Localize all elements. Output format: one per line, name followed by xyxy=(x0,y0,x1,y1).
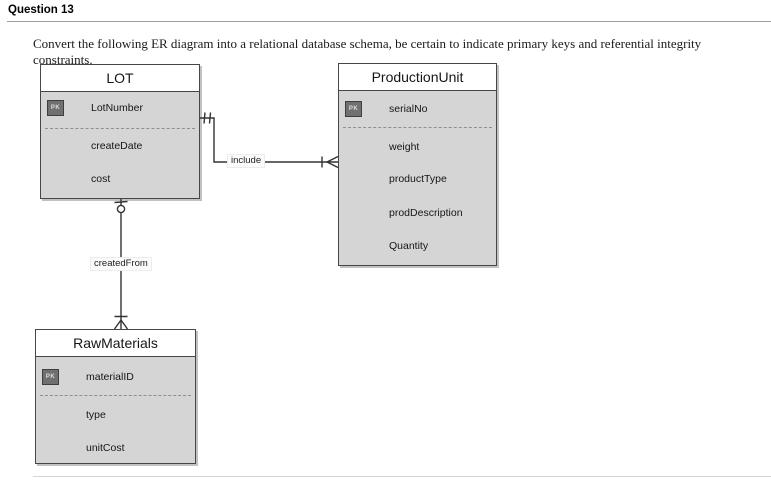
cardinality-one-or-many xyxy=(321,155,339,169)
attribute-row: Quantity xyxy=(339,238,496,254)
attribute-unitcost: unitCost xyxy=(86,442,125,454)
entity-lot-title: LOT xyxy=(41,65,199,92)
entity-lot: LOT PK LotNumber createDate cost xyxy=(40,64,200,199)
attribute-row: PK serialNo xyxy=(339,101,496,117)
question-instruction-text: Convert the following ER diagram into a … xyxy=(33,36,702,67)
primary-key-badge: PK xyxy=(42,369,59,385)
attribute-row: PK materialID xyxy=(36,369,195,385)
question-title: Question 13 xyxy=(8,4,74,16)
attribute-type: type xyxy=(86,409,106,421)
attribute-materialid: materialID xyxy=(86,371,134,383)
attribute-row: productType xyxy=(339,171,496,187)
relationship-label-include: include xyxy=(228,155,265,167)
primary-key-badge: PK xyxy=(345,101,362,117)
attribute-row: unitCost xyxy=(36,440,195,456)
relationship-label-createdfrom: createdFrom xyxy=(91,258,151,270)
attribute-cost: cost xyxy=(91,173,111,185)
entity-productionunit: ProductionUnit PK serialNo weight produc… xyxy=(338,63,497,266)
pk-separator xyxy=(343,127,492,128)
cardinality-one-or-many xyxy=(113,315,129,330)
attribute-producttype: productType xyxy=(389,173,447,185)
attribute-lotnumber: LotNumber xyxy=(91,102,143,114)
primary-key-badge: PK xyxy=(47,100,64,116)
entity-rawmaterials-title: RawMaterials xyxy=(36,330,195,357)
cardinality-tick xyxy=(114,200,128,204)
attribute-row: createDate xyxy=(41,138,199,154)
pk-separator xyxy=(40,395,191,396)
attribute-row: PK LotNumber xyxy=(41,100,199,116)
connector-include xyxy=(200,112,339,169)
attribute-row: prodDescription xyxy=(339,205,496,221)
attribute-weight: weight xyxy=(389,141,420,153)
entity-rawmaterials: RawMaterials PK materialID type unitCost xyxy=(35,329,196,464)
attribute-proddescription: prodDescription xyxy=(389,207,463,219)
entity-productionunit-title: ProductionUnit xyxy=(339,64,496,91)
footer-divider xyxy=(33,476,771,477)
attribute-row: type xyxy=(36,407,195,423)
attribute-createdate: createDate xyxy=(91,140,143,152)
attribute-quantity: Quantity xyxy=(389,240,429,252)
attribute-row: cost xyxy=(41,171,199,187)
pk-separator xyxy=(45,128,195,129)
attribute-serialno: serialNo xyxy=(389,103,428,115)
cardinality-one-and-only-one xyxy=(203,112,212,124)
attribute-row: weight xyxy=(339,139,496,155)
header-divider xyxy=(7,21,771,22)
cardinality-zero-circle xyxy=(116,204,126,214)
